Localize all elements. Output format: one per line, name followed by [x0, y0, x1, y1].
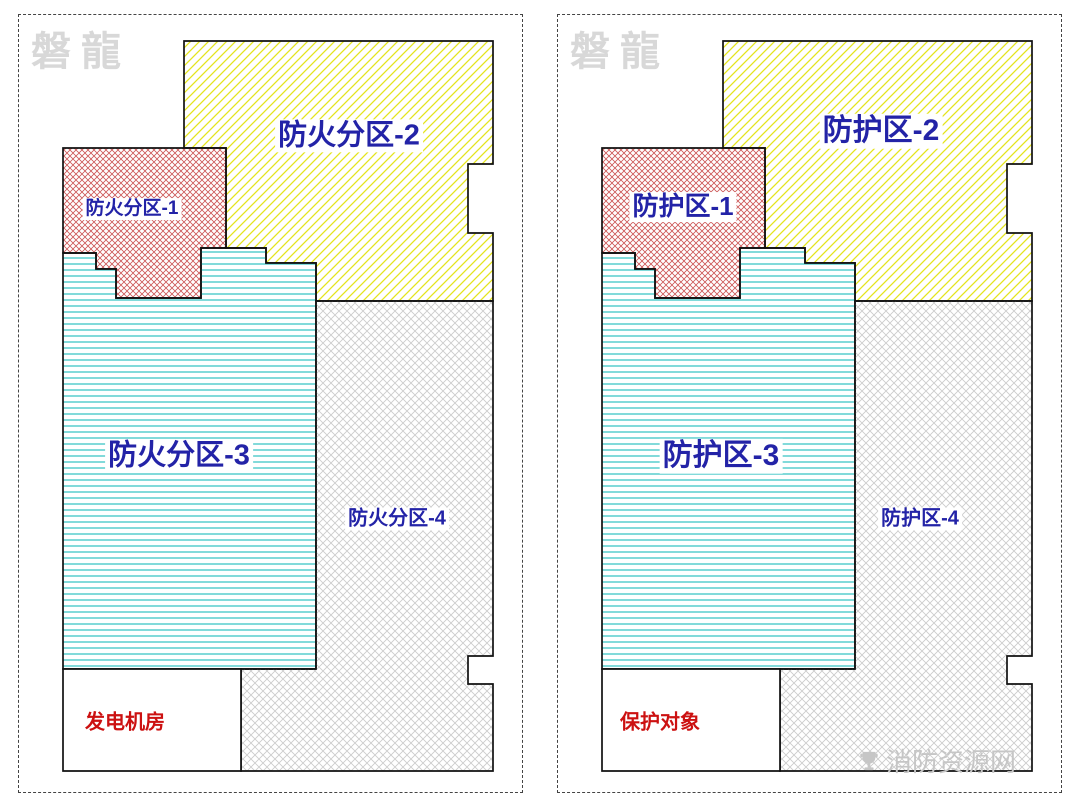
floor-plan-right	[601, 40, 1033, 772]
panel-fire-compartments: 磐龍 防火分区-2 防火分区-1 防火分区-3 防火分区-4 发电机房	[18, 14, 523, 793]
zone3-label: 防护区-3	[659, 438, 783, 474]
zone2-label: 防火分区-2	[275, 119, 423, 153]
brand-watermark: 磐龍	[570, 30, 670, 74]
zone2-label: 防护区-2	[819, 113, 943, 149]
zone4-label: 防火分区-4	[345, 507, 449, 531]
zone4-region	[240, 300, 494, 772]
zone1-label: 防护区-1	[629, 191, 737, 222]
site-watermark: 消防资源网	[858, 742, 1016, 779]
brand-watermark: 磐龍	[31, 30, 131, 74]
floor-plan-left	[62, 40, 494, 772]
zone4-label: 防护区-4	[878, 507, 962, 531]
generator-room-label: 发电机房	[82, 711, 168, 735]
zone3-label: 防火分区-3	[105, 439, 253, 473]
site-watermark-text: 消防资源网	[886, 747, 1017, 777]
zone4-region	[779, 300, 1033, 772]
protected-object-label: 保护对象	[617, 711, 703, 735]
zone1-label: 防火分区-1	[82, 198, 182, 220]
trophy-icon	[860, 751, 878, 770]
panel-protection-zones: 磐龍 防护区-2 防护区-1 防护区-3 防护区-4 保护对象 消防资源网	[557, 14, 1062, 793]
